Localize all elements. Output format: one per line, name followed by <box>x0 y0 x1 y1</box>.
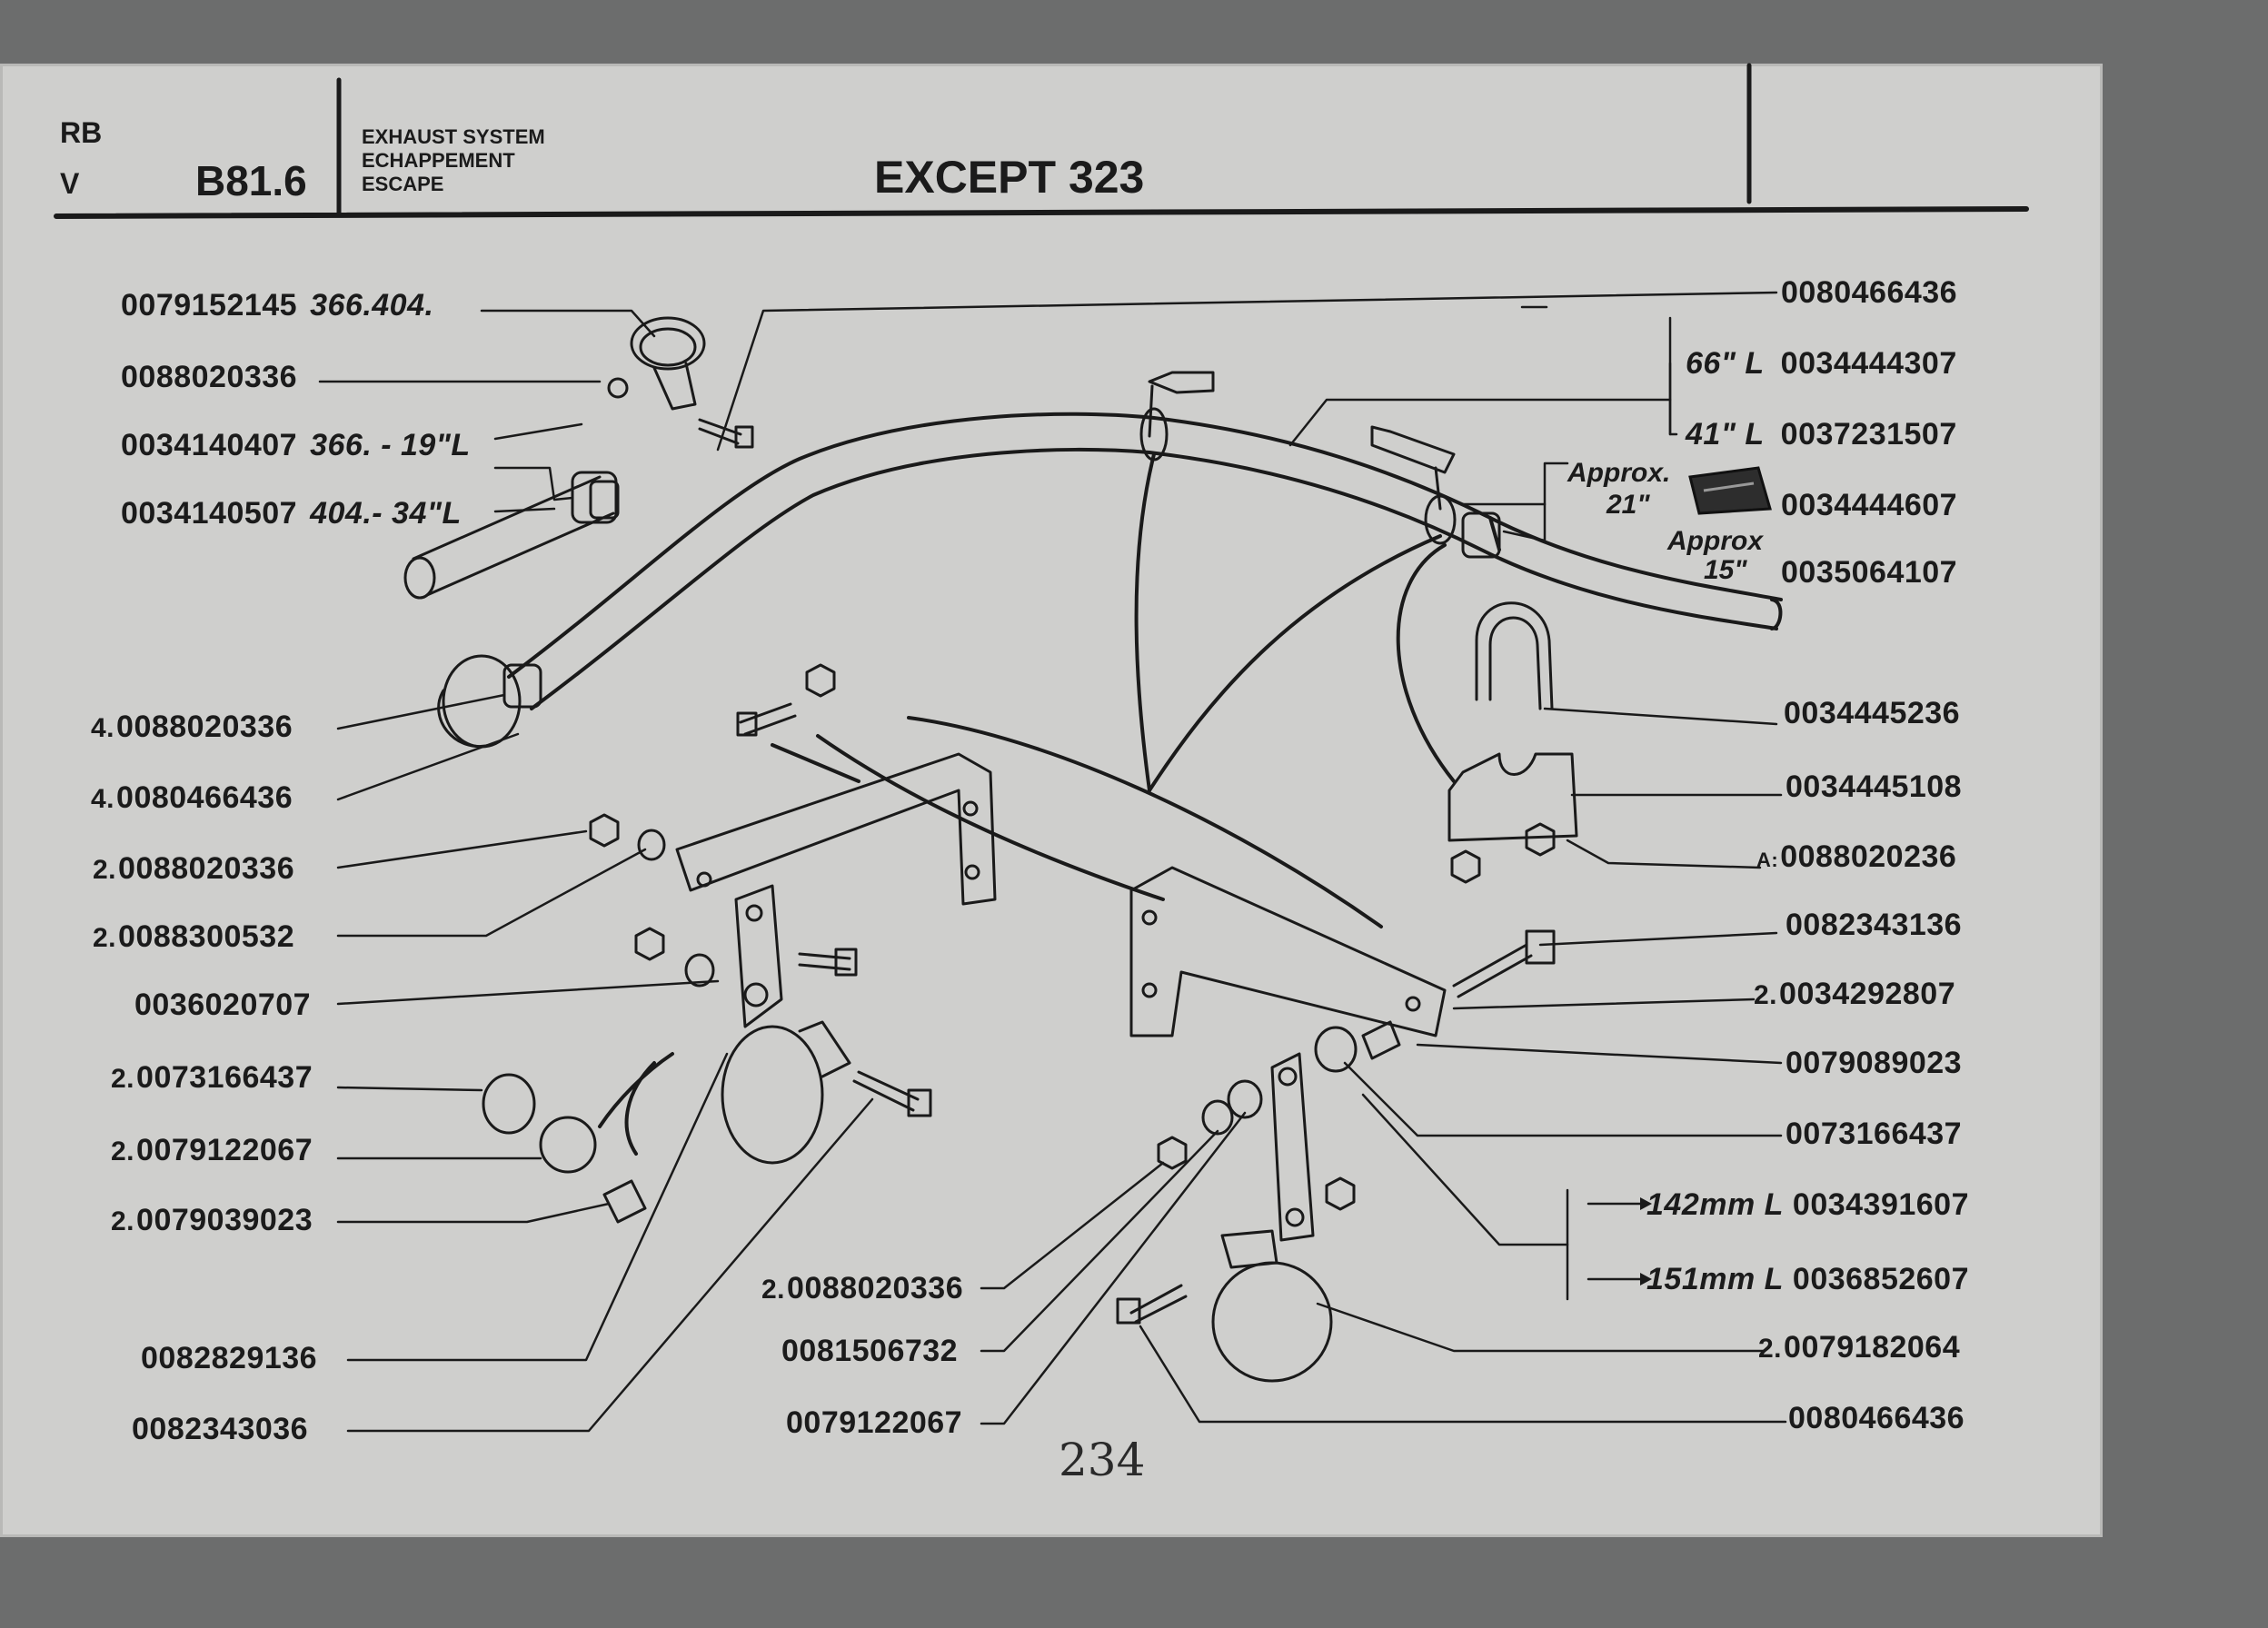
lower-clamp-right <box>1211 1229 1333 1383</box>
saddle-clamp <box>1447 752 1578 842</box>
bracket-left <box>675 752 997 906</box>
leaders-left <box>318 309 874 1433</box>
header-code-rb: RB <box>60 116 103 149</box>
callout-left-10: 2.0073166437 <box>111 1060 313 1095</box>
exhaust-pipe <box>507 412 1783 710</box>
page-title: EXCEPT 323 <box>874 152 1145 203</box>
page-number: 234 <box>1059 1434 1146 1486</box>
bolt-2 <box>798 948 858 977</box>
leaders-bottom <box>980 1111 1247 1425</box>
top-clamp <box>607 316 754 449</box>
lower-clamp-left <box>721 1020 851 1165</box>
page-code: B81.6 <box>195 157 307 204</box>
bolt-4 <box>1452 929 1556 998</box>
callout-right-4: 0034444607 <box>1781 488 1958 522</box>
callout-bottom-2: 0081506732 <box>781 1334 959 1368</box>
callout-right-11: 0079089023 <box>1786 1046 1963 1080</box>
header-rule <box>54 206 2029 219</box>
sweep-lines <box>598 452 1456 1156</box>
callout-left-5: 4.0088020336 <box>91 710 293 744</box>
approx-21-value: 21" <box>1606 490 1650 520</box>
nuts-washers <box>482 663 1556 1224</box>
arrowhead-151 <box>1640 1273 1652 1286</box>
approx-15-label: Approx <box>1667 526 1763 556</box>
strap-left <box>734 884 783 1028</box>
callout-left-7: 2.0088020336 <box>93 851 295 886</box>
callout-left-2: 0088020336 <box>121 360 298 394</box>
approx-21-label: Approx. <box>1567 458 1671 488</box>
callout-right-12: 0073166437 <box>1786 1117 1963 1151</box>
callout-left-12: 2.0079039023 <box>111 1203 313 1237</box>
bolt-5 <box>1116 1284 1188 1325</box>
front-pipe-section <box>403 471 620 600</box>
callout-left-13: 0082829136 <box>141 1341 318 1375</box>
callout-right-16: 0080466436 <box>1788 1401 1965 1435</box>
pipe-hanger-2 <box>1370 425 1457 545</box>
header-code-v: V <box>60 167 80 200</box>
bolt-3 <box>852 1070 932 1117</box>
callout-bottom-3: 0079122067 <box>786 1405 963 1440</box>
approx-15-value: 15" <box>1704 555 1747 585</box>
gasket-icon <box>1688 466 1772 515</box>
callout-left-8: 2.0088300532 <box>93 919 295 954</box>
callout-right-1: 0080466436 <box>1781 275 1958 310</box>
system-line-2: ECHAPPEMENT <box>362 149 515 172</box>
callout-right-15: 2.0079182064 <box>1758 1330 1961 1365</box>
catalog-page <box>0 64 2103 1537</box>
callout-left-14: 0082343036 <box>132 1412 309 1446</box>
callout-right-9: 0082343136 <box>1786 908 1963 942</box>
callout-bottom-1: 2.0088020336 <box>761 1271 964 1305</box>
callout-right-10: 2.0034292807 <box>1754 977 1956 1011</box>
bracket-right <box>1129 866 1447 1037</box>
pipe-sleeve <box>1461 511 1501 559</box>
callout-left-9: 0036020707 <box>134 988 312 1022</box>
strap-right <box>1270 1052 1315 1242</box>
callout-left-6: 4.0080466436 <box>91 780 293 815</box>
front-pipe-end <box>437 654 542 749</box>
callout-right-5: 0035064107 <box>1781 555 1958 590</box>
leaders-right <box>716 291 1787 1424</box>
system-line-3: ESCAPE <box>362 173 444 195</box>
callout-left-11: 2.0079122067 <box>111 1133 313 1167</box>
system-line-1: EXHAUST SYSTEM <box>362 125 545 148</box>
callout-right-8: A:0088020236 <box>1756 839 1957 874</box>
u-bolt <box>1475 601 1554 710</box>
callout-right-7: 0034445108 <box>1786 769 1963 804</box>
callout-right-6: 0034445236 <box>1784 696 1961 730</box>
bolt-1 <box>736 702 797 737</box>
arrowhead-142 <box>1640 1197 1652 1210</box>
